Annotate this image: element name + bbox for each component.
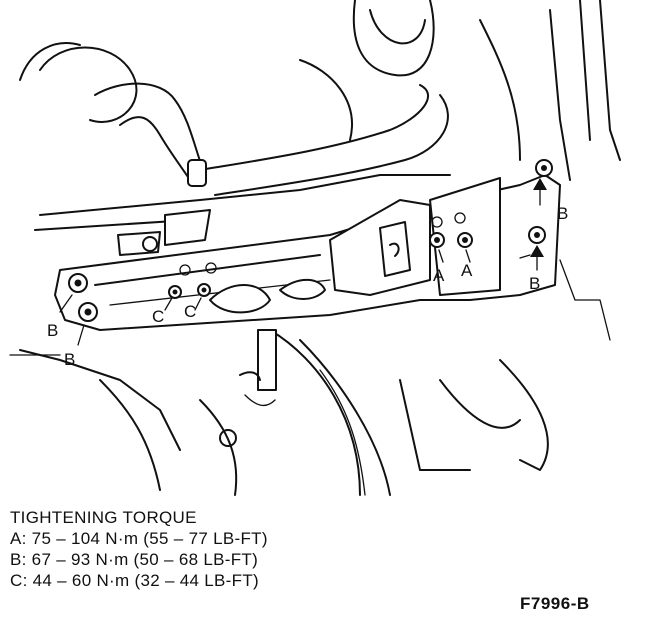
bolt-a-right [457, 232, 473, 248]
bolt-b-left-lower [78, 302, 98, 322]
transmission-mount [329, 177, 501, 296]
callout-c-left: C [152, 307, 164, 326]
torque-spec-block: TIGHTENING TORQUE A: 75 – 104 N·m (55 – … [10, 507, 268, 591]
bolt-b-upper-right [535, 159, 553, 177]
mount-stud [239, 329, 277, 407]
callout-b-left-lower: B [64, 350, 75, 369]
arrows [9, 178, 547, 356]
callout-b-lower-right: B [529, 274, 540, 293]
torque-line-a: A: 75 – 104 N·m (55 – 77 LB-FT) [10, 529, 268, 548]
coolant-hose [94, 82, 449, 196]
bolt-a-left [429, 232, 445, 248]
callout-b-upper-right: B [557, 204, 568, 223]
crossmember-mounting-diagram: A A B B B B C C [9, 0, 621, 496]
bolt-a-top-left [431, 216, 443, 228]
callout-c-right: C [184, 302, 196, 321]
callout-labels: A A B B B B C C [47, 204, 568, 369]
bolt-c-left [168, 285, 182, 299]
torque-heading: TIGHTENING TORQUE [10, 508, 197, 527]
bolt-c-top-left [179, 264, 191, 276]
torque-line-c: C: 44 – 60 N·m (32 – 44 LB-FT) [10, 571, 259, 590]
bolt-a-top-right [454, 212, 466, 224]
bolt-heads [68, 159, 553, 322]
callout-a-left: A [433, 266, 445, 285]
bolt-b-lower-right [528, 226, 546, 244]
background-linework [19, 0, 621, 496]
bolt-c-right [197, 283, 211, 297]
callout-b-left: B [47, 321, 58, 340]
figure-id: F7996-B [520, 594, 590, 613]
callout-a-right: A [461, 261, 473, 280]
bolt-c-top-right [205, 262, 217, 274]
bolt-b-left [68, 273, 88, 293]
torque-line-b: B: 67 – 93 N·m (50 – 68 LB-FT) [10, 550, 259, 569]
